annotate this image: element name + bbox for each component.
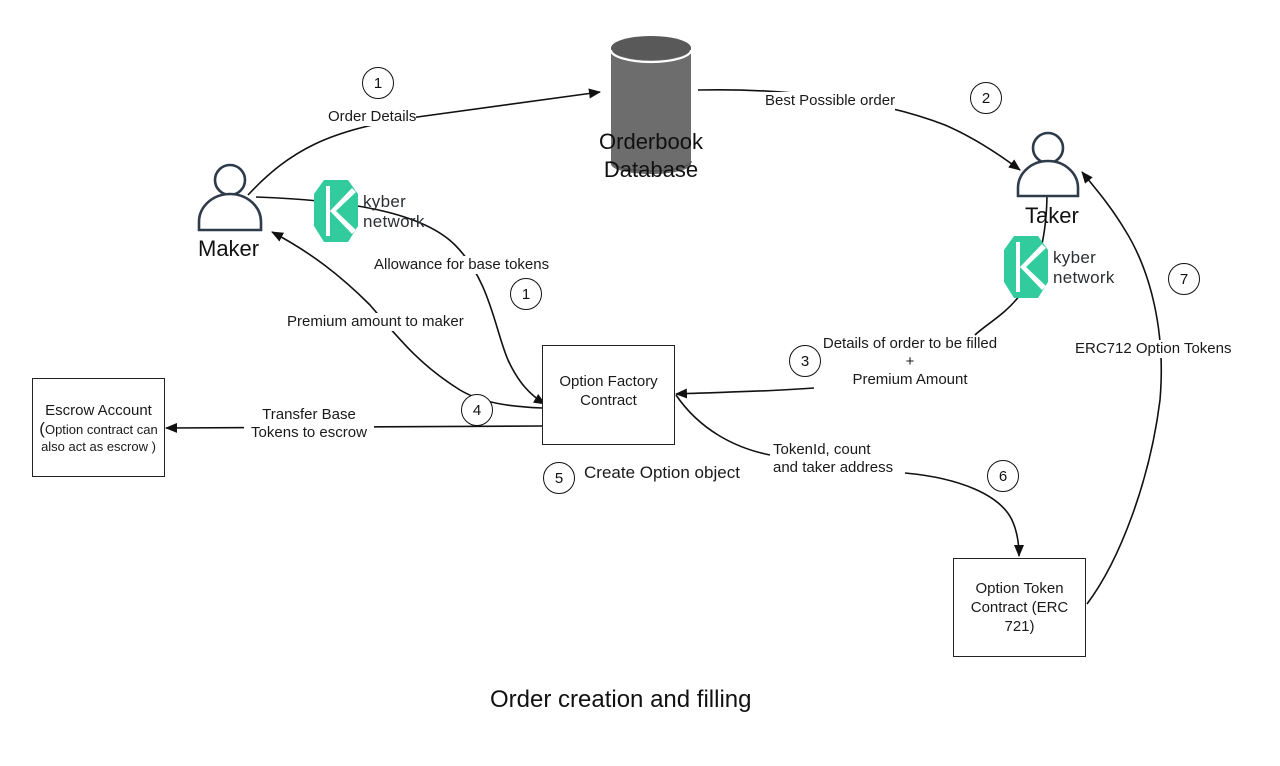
- taker-label: Taker: [1025, 203, 1079, 228]
- step-badge-5: 5: [543, 462, 575, 494]
- diagram-caption: Order creation and filling: [490, 686, 752, 713]
- fill-details-line1: Details of order to be filled: [822, 335, 998, 352]
- option-token-contract-box: Option Token Contract (ERC 721): [953, 558, 1086, 657]
- edge-order-details: [247, 88, 601, 196]
- edge-label-order-details: Order Details: [328, 108, 417, 126]
- edge-label-allowance: Allowance for base tokens: [374, 256, 550, 274]
- step-badge-7: 7: [1168, 263, 1200, 295]
- kyber-maker-text: kyber network: [355, 192, 425, 232]
- step-badge-6: 6: [987, 460, 1019, 492]
- edge-tokenid: [675, 394, 771, 456]
- transfer-base-line1: Transfer Base: [262, 406, 356, 423]
- edge-label-transfer-base: Transfer Base Tokens to escrow: [244, 406, 374, 442]
- escrow-account-box: Escrow Account (Option contract can also…: [32, 378, 165, 477]
- step-badge-4: 4: [461, 394, 493, 426]
- step-badge-1-order: 1: [362, 67, 394, 99]
- kyber-taker-line1: kyber: [1053, 248, 1097, 267]
- orderbook-label-line2: Database: [603, 157, 699, 182]
- edge-label-best-order: Best Possible order: [765, 92, 896, 110]
- edge-premium-to-maker: [271, 231, 543, 409]
- edge-fill-details-arrow: [675, 387, 815, 399]
- kyber-taker-line2: network: [1053, 268, 1115, 287]
- edge-label-tokenid: TokenId, count and taker address: [773, 441, 893, 477]
- fill-details-line3: Premium Amount: [852, 371, 968, 388]
- option-factory-line1: Option Factory: [559, 373, 658, 390]
- step-badge-1-allowance: 1: [510, 278, 542, 310]
- edge-erc712: [1081, 171, 1163, 605]
- kyber-maker-line1: kyber: [363, 192, 407, 211]
- edge-label-create-option: Create Option object: [584, 463, 740, 482]
- option-token-line1: Option Token: [975, 580, 1064, 597]
- maker-person-icon: [197, 163, 263, 232]
- edge-label-fill-details: Details of order to be filled + Premium …: [800, 335, 1020, 389]
- escrow-paren: (: [39, 418, 45, 438]
- kyber-maker-line2: network: [363, 212, 425, 231]
- escrow-note-line1-text: Option contract can: [44, 421, 158, 437]
- kyber-network-logo-icon: [314, 180, 358, 242]
- step-badge-3: 3: [789, 345, 821, 377]
- tokenid-line1: TokenId, count: [773, 441, 871, 458]
- option-factory-contract-box: Option Factory Contract: [542, 345, 675, 445]
- kyber-network-logo-icon: [1004, 236, 1048, 298]
- maker-label: Maker: [198, 236, 260, 261]
- edge-best-order: [697, 88, 1021, 171]
- escrow-title: Escrow Account: [45, 401, 152, 419]
- database-icon: [609, 36, 693, 174]
- escrow-note-line2: also act as escrow ): [41, 438, 156, 454]
- edge-label-erc712: ERC712 Option Tokens: [1075, 340, 1232, 358]
- edge-label-premium-to-maker: Premium amount to maker: [287, 313, 464, 331]
- taker-person-icon: [1016, 131, 1080, 198]
- tokenid-line2: and taker address: [773, 459, 894, 476]
- step-badge-2: 2: [970, 82, 1002, 114]
- orderbook-label-line1: Orderbook: [599, 129, 703, 154]
- kyber-taker-text: kyber network: [1045, 248, 1115, 288]
- option-token-line2: Contract (ERC: [970, 599, 1069, 616]
- option-factory-line2: Contract: [580, 392, 637, 409]
- option-token-line3: 721): [1004, 618, 1035, 635]
- fill-details-line2: +: [905, 353, 915, 370]
- edge-tokenid-arrow: [904, 472, 1024, 557]
- orderbook-label: Orderbook Database: [596, 128, 706, 184]
- escrow-note-line1: (Option contract can: [39, 420, 157, 438]
- transfer-base-line2: Tokens to escrow: [251, 424, 367, 441]
